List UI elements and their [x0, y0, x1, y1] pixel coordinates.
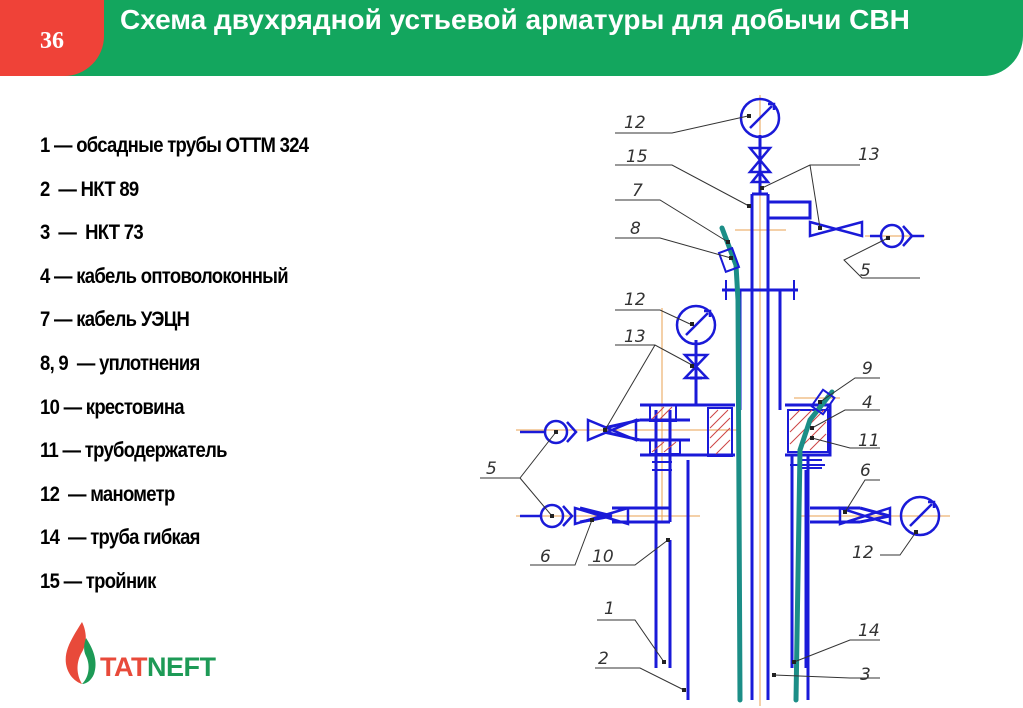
- callout-8: 8: [630, 219, 641, 239]
- logo-drop-icon: [65, 622, 96, 684]
- cable-seals: [717, 246, 836, 416]
- seal-blocks: [649, 404, 829, 457]
- axis-lines: [516, 95, 950, 706]
- callout-labels: 12 15 7 8 13 5 12 13 9 4 11 5 6 12 6 10 …: [486, 113, 880, 685]
- callout-6-left: 6: [540, 547, 551, 567]
- callout-6-right: 6: [860, 461, 871, 481]
- legend-list: 1 — обсадные трубы ОТТМ 324 2 — НКТ 89 3…: [40, 134, 345, 614]
- callout-1: 1: [604, 599, 615, 619]
- leader-dots: [550, 114, 918, 692]
- slide-number: 36: [40, 27, 64, 54]
- legend-item: 8, 9 — уплотнения: [40, 351, 200, 375]
- legend-item: 2 — НКТ 89: [40, 177, 139, 201]
- callout-12-right: 12: [852, 543, 874, 563]
- callout-11: 11: [858, 431, 880, 451]
- legend-item: 10 — крестовина: [40, 395, 185, 419]
- slide-title: Схема двухрядной устьевой арматуры для д…: [120, 4, 910, 35]
- legend-item: 14 — труба гибкая: [40, 526, 200, 550]
- callout-2: 2: [598, 649, 609, 669]
- callout-5-left: 5: [486, 459, 497, 479]
- callout-5-right: 5: [860, 261, 871, 281]
- cables: [719, 225, 835, 703]
- logo-text-tat: TAT: [100, 652, 147, 682]
- callout-3: 3: [860, 665, 871, 685]
- legend-item: 4 — кабель оптоволоконный: [40, 264, 289, 288]
- callout-12-top: 12: [624, 113, 646, 133]
- callout-13-top: 13: [858, 145, 880, 165]
- tatneft-logo: TATNEFT: [60, 618, 290, 690]
- callout-10: 10: [592, 547, 614, 567]
- callout-15: 15: [626, 147, 648, 167]
- callout-13-left: 13: [624, 327, 646, 347]
- legend-item: 11 — трубодержатель: [40, 439, 228, 463]
- check-valves: [520, 223, 924, 529]
- legend-item: 12 — манометр: [40, 482, 175, 506]
- logo-wordmark: TATNEFT: [100, 652, 216, 683]
- callout-9: 9: [862, 359, 873, 379]
- legend-item: 7 — кабель УЭЦН: [40, 308, 190, 332]
- leader-lines: [480, 115, 920, 691]
- slide-number-badge: 36: [0, 0, 104, 76]
- callout-14: 14: [858, 621, 880, 641]
- callout-7: 7: [632, 181, 643, 201]
- pipework: [579, 135, 891, 700]
- logo-text-neft: NEFT: [146, 652, 216, 682]
- legend-item: 1 — обсадные трубы ОТТМ 324: [40, 134, 309, 157]
- callout-4: 4: [862, 393, 873, 413]
- valves: [573, 146, 892, 526]
- callout-12-left: 12: [624, 290, 646, 310]
- legend-item: 3 — НКТ 73: [40, 221, 144, 245]
- header-bar: [0, 0, 1023, 76]
- legend-item: 15 — тройник: [40, 569, 156, 593]
